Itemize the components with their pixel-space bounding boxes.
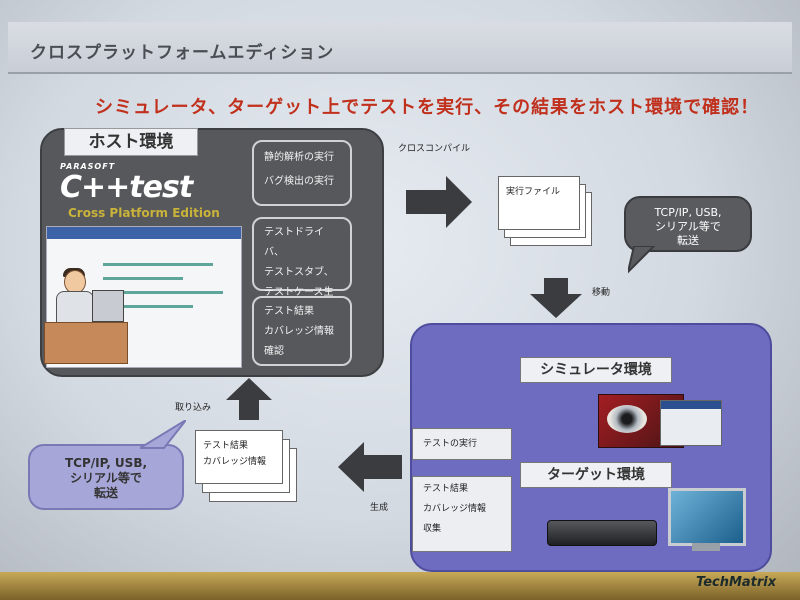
tv-monitor-icon <box>668 488 746 546</box>
import-label: 取り込み <box>175 403 212 413</box>
edition-logo: Cross Platform Edition <box>68 206 220 220</box>
exec-file-doc: 実行ファイル <box>498 176 598 246</box>
bubble-line: 転送 <box>677 234 699 247</box>
run-test-box: テストの実行 <box>412 428 512 460</box>
eye-icon <box>607 405 647 433</box>
op-line: 確認 <box>264 346 284 357</box>
result-line: 収集 <box>423 524 442 534</box>
up-arrow-icon <box>226 378 272 420</box>
bubble-line: シリアル等で <box>655 220 721 233</box>
host-environment-label: ホスト環境 <box>64 128 198 156</box>
bubble-line: TCP/IP, USB, <box>654 206 722 219</box>
move-label: 移動 <box>592 288 611 298</box>
op-result-check: テスト結果 カバレッジ情報 確認 <box>252 296 352 366</box>
op-line: バグ検出の実行 <box>264 176 334 187</box>
bubble-line: 転送 <box>93 486 118 500</box>
title-bar <box>8 22 792 74</box>
simulator-window <box>660 400 722 446</box>
doc-sheet <box>195 430 283 484</box>
op-line: テストドライバ、 <box>264 227 324 258</box>
right-arrow-icon <box>406 176 472 228</box>
exec-file-label: 実行ファイル <box>506 187 561 197</box>
footer-strip <box>0 572 800 600</box>
slide-title: クロスプラットフォームエディション <box>30 43 335 63</box>
tv-stand <box>692 543 720 551</box>
ide-line <box>103 305 193 308</box>
op-line: 静的解析の実行 <box>264 152 334 163</box>
bubble-line: TCP/IP, USB, <box>64 456 148 470</box>
computer-monitor-icon <box>92 290 124 322</box>
op-static-analysis: 静的解析の実行 バグ検出の実行 <box>252 140 352 206</box>
ide-toolbar <box>47 227 241 239</box>
bubble-line: シリアル等で <box>70 471 142 485</box>
bubble-tail <box>628 246 656 274</box>
simulator-environment-label: シミュレータ環境 <box>520 357 672 383</box>
result-doc: テスト結果 カバレッジ情報 <box>195 430 297 502</box>
collect-results-box: テスト結果 カバレッジ情報 収集 <box>412 476 512 552</box>
cpptest-logo: C++test <box>60 170 193 205</box>
generate-label: 生成 <box>370 503 389 513</box>
window-titlebar <box>661 401 721 409</box>
doc-sheet <box>498 176 580 230</box>
bubble-tail <box>140 420 186 449</box>
down-arrow-icon <box>530 278 582 318</box>
set-top-box-icon <box>547 520 657 546</box>
transfer-bubble-left: TCP/IP, USB, シリアル等で 転送 <box>28 444 184 510</box>
target-environment-label: ターゲット環境 <box>520 462 672 488</box>
result-doc-text: テスト結果 カバレッジ情報 <box>203 438 266 470</box>
ide-line <box>103 277 183 280</box>
cross-compile-label: クロスコンパイル <box>398 144 471 154</box>
techmatrix-logo: TechMatrix <box>696 575 777 590</box>
op-line: カバレッジ情報 <box>264 326 334 337</box>
op-line: テストスタブ、 <box>264 267 334 278</box>
result-line: カバレッジ情報 <box>423 504 487 514</box>
desk-icon <box>44 322 128 364</box>
slide-headline: シミュレータ、ターゲット上でテストを実行、その結果をホスト環境で確認！ <box>95 97 760 118</box>
parasoft-logo: PARASOFT <box>60 162 116 171</box>
ide-line <box>103 291 223 294</box>
op-test-generation: テストドライバ、 テストスタブ、 テストケース生成 <box>252 217 352 318</box>
doc-line: カバレッジ情報 <box>203 457 267 467</box>
op-line: テスト結果 <box>264 306 314 317</box>
doc-line: テスト結果 <box>203 441 249 451</box>
ide-line <box>103 263 213 266</box>
transfer-bubble-right: TCP/IP, USB, シリアル等で 転送 <box>624 196 752 252</box>
left-arrow-icon <box>338 442 402 492</box>
result-line: テスト結果 <box>423 484 469 494</box>
